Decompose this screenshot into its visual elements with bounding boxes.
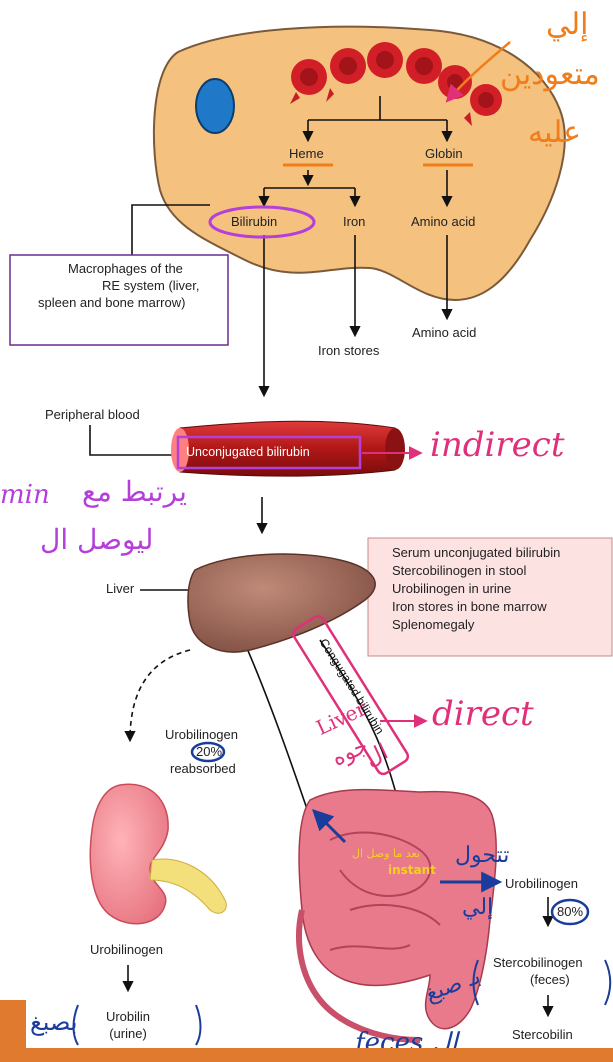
nucleus-icon xyxy=(196,79,234,133)
amino-acid-label: Amino acid xyxy=(411,215,475,230)
effect-item-1: Serum unconjugated bilirubin xyxy=(392,546,560,561)
note-indirect: indirect xyxy=(430,428,565,462)
stercobilinogen-label: Stercobilinogen xyxy=(493,956,583,971)
bilirubin-label: Bilirubin xyxy=(231,215,277,230)
note-left-1: يرتبط مع xyxy=(82,478,187,506)
effect-item-4: Iron stores in bone marrow xyxy=(392,600,547,615)
macrophage-line-1: Macrophages of the xyxy=(68,262,183,277)
urine-label: (urine) xyxy=(104,1027,152,1042)
feces-label: (feces) xyxy=(530,973,570,988)
percent-20-label: 20% xyxy=(196,745,222,760)
note-instant: instant xyxy=(388,864,436,876)
effect-item-2: Stercobilinogen in stool xyxy=(392,564,526,579)
intestine-urobilinogen-label: Urobilinogen xyxy=(505,877,578,892)
globin-label: Globin xyxy=(425,147,463,162)
kidney-organ xyxy=(90,784,226,923)
note-left-albumin: min xyxy=(0,482,50,508)
note-left-2: ليوصل ال xyxy=(40,526,153,554)
urobilin-label: Urobilin xyxy=(104,1010,152,1025)
note-bottom-left: بصبغ xyxy=(30,1010,78,1034)
peripheral-blood-label: Peripheral blood xyxy=(45,408,140,423)
percent-80-label: 80% xyxy=(557,905,583,920)
reabsorbed-label: reabsorbed xyxy=(170,762,236,777)
effect-item-3: Urobilinogen in urine xyxy=(392,582,511,597)
amino-acid-label-2: Amino acid xyxy=(412,326,476,341)
note-direct: direct xyxy=(432,697,534,731)
note-top-right-1: إلي xyxy=(546,10,588,40)
macrophage-line-3: spleen and bone marrow) xyxy=(38,296,185,311)
effect-item-5: Splenomegaly xyxy=(392,618,474,633)
note-top-right-2: متعودين xyxy=(500,60,600,90)
stercobilin-label: Stercobilin xyxy=(512,1028,573,1043)
liver-organ xyxy=(188,554,375,652)
liver-label: Liver xyxy=(106,582,134,597)
unconjugated-bilirubin-label: Unconjugated bilirubin xyxy=(186,445,310,459)
macrophage-line-2: RE system (liver, xyxy=(102,279,200,294)
note-convert-2: إلي xyxy=(462,897,493,919)
note-convert-1: تتحول xyxy=(455,845,509,867)
slide-footer-bar xyxy=(0,1048,613,1062)
heme-label: Heme xyxy=(289,147,324,162)
iron-label: Iron xyxy=(343,215,365,230)
note-intestine: بعد ما وصل ال xyxy=(352,848,420,859)
kidney-urobilinogen-label: Urobilinogen xyxy=(90,943,163,958)
note-top-right-3: عليه xyxy=(528,118,581,148)
urobilinogen-reabsorbed-label: Urobilinogen xyxy=(165,728,238,743)
iron-stores-label: Iron stores xyxy=(318,344,379,359)
